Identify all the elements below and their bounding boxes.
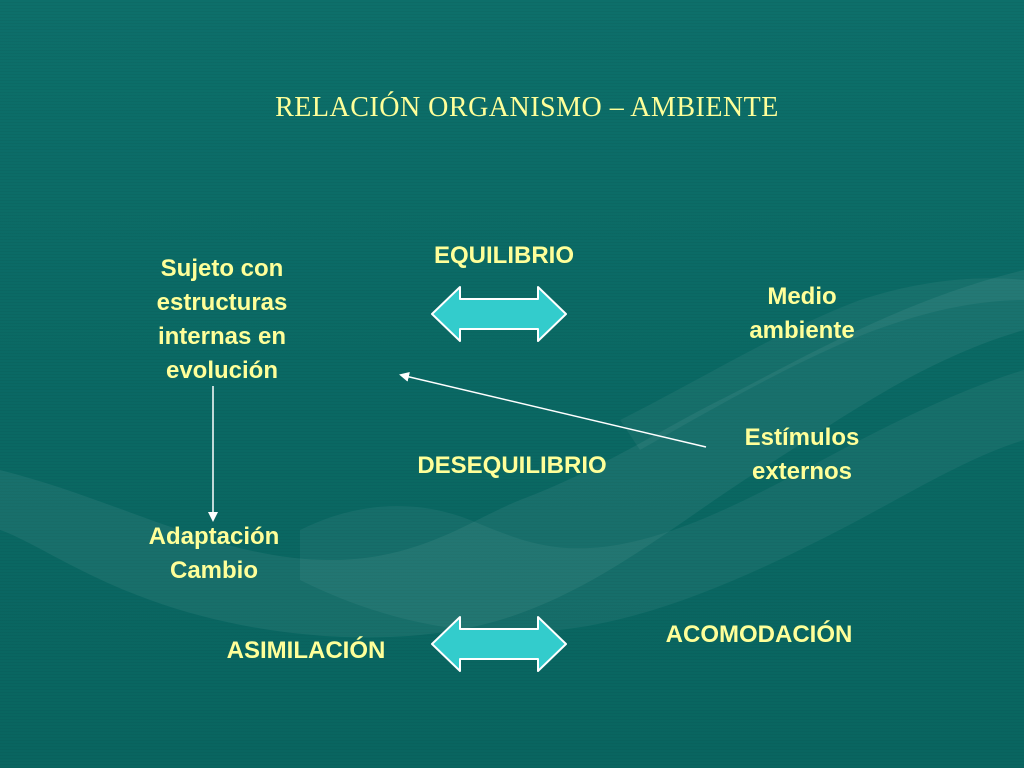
label-desequilibrio: DESEQUILIBRIO: [417, 452, 607, 479]
label-adaptacion-cambio: Adaptación Cambio: [148, 523, 280, 584]
double-arrow-asimilacion-acomodacion: [431, 616, 567, 672]
label-equilibrio: EQUILIBRIO: [433, 242, 574, 269]
slide-title: RELACIÓN ORGANISMO – AMBIENTE: [275, 92, 779, 123]
label-asimilacion: ASIMILACIÓN: [226, 637, 386, 664]
label-acomodacion: ACOMODACIÓN: [665, 621, 853, 648]
label-sujeto: Sujeto con estructuras internas en evolu…: [156, 255, 288, 384]
double-arrow-equilibrio: [431, 286, 567, 342]
arrow-estimulos-to-sujeto: [399, 371, 707, 448]
label-medio-ambiente: Medio ambiente: [749, 283, 855, 344]
label-estimulos-externos: Estímulos externos: [744, 424, 860, 485]
